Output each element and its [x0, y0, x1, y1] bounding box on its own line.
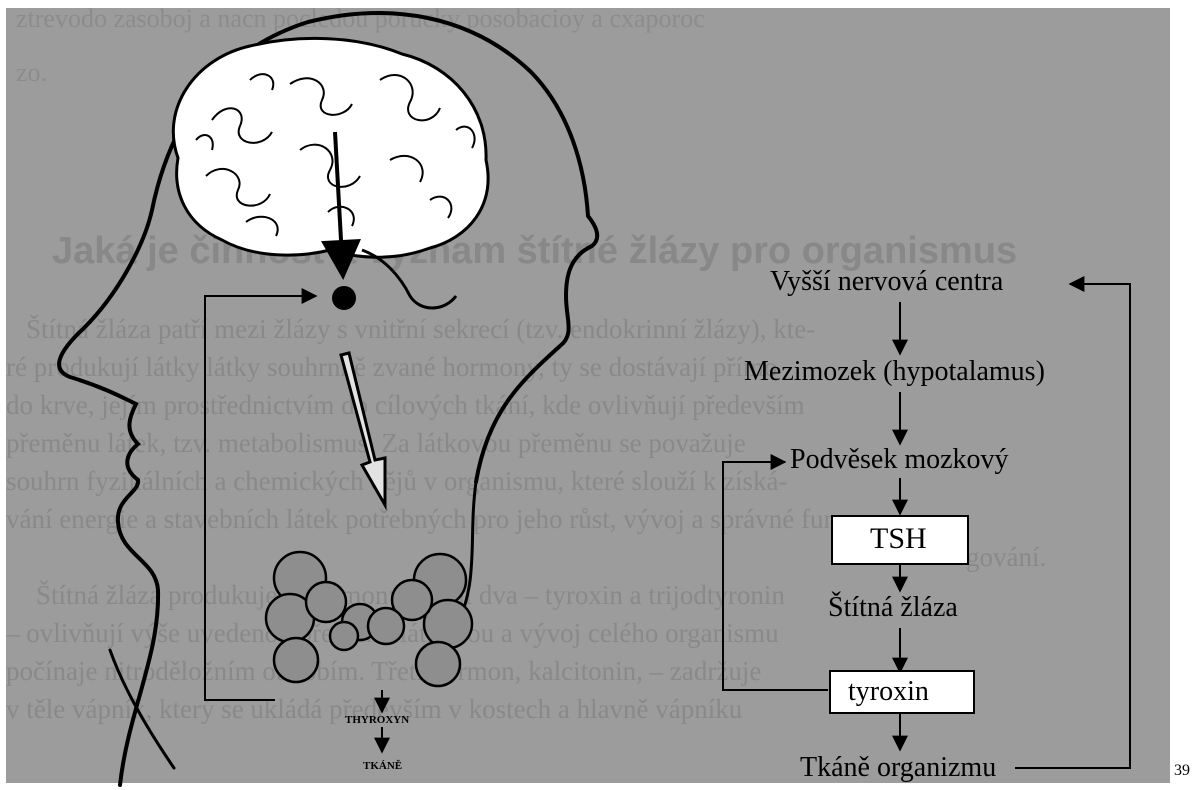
label-pituitary: Podvěsek mozkový [790, 444, 1009, 476]
label-higher-nervous-centers: Vyšší nervová centra [770, 266, 1003, 298]
page-number: 39 [1174, 762, 1190, 780]
label-target-tissues: Tkáně organizmu [800, 752, 996, 784]
label-thyroxine: tyroxin [848, 676, 929, 708]
label-tkane: TKÁNĚ [363, 760, 402, 772]
thyroid-gland-illustration [266, 552, 472, 686]
label-hypothalamus: Mezimozek (hypotalamus) [744, 356, 1045, 388]
label-tsh: TSH [870, 522, 927, 556]
pituitary-to-thyroid-arrow [341, 353, 385, 505]
label-thyroxyn: THYROXYN [345, 714, 409, 726]
brain-illustration [173, 38, 488, 310]
label-thyroid-gland: Štítná žláza [828, 592, 958, 624]
